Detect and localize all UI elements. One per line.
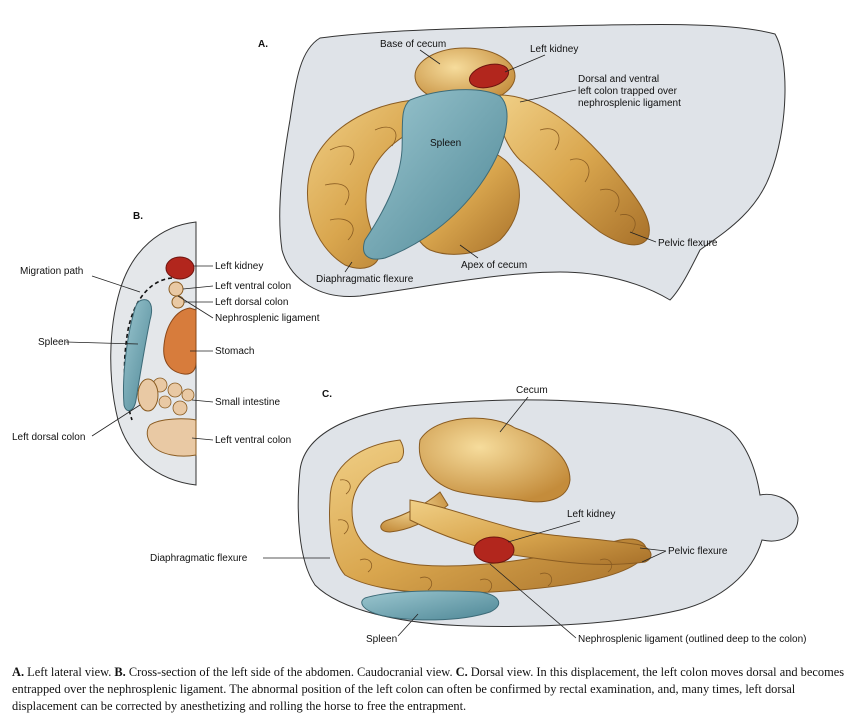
label-a-apex-of-cecum: Apex of cecum (461, 260, 527, 271)
panel-b: B. Migration path Spleen Left do (12, 211, 320, 486)
panel-c-colon-sacculations (337, 479, 613, 593)
label-b-nephrosplenic-ligament: Nephrosplenic ligament (215, 313, 320, 324)
label-c-diaphragmatic-flexure: Diaphragmatic flexure (150, 553, 248, 564)
caption-c-label: C. (455, 665, 468, 679)
label-b-left-ventral-colon: Left ventral colon (215, 281, 291, 292)
panel-b-small-intestine (152, 377, 195, 416)
panel-b-letter: B. (133, 211, 143, 222)
panel-c-spleen (361, 590, 500, 621)
caption-a-text: Left lateral view. (24, 665, 115, 679)
panel-c: C. Cecum Left kidney Pelvic flexure Diap… (150, 385, 806, 645)
panel-b-left-dorsal-colon-outer (137, 378, 159, 412)
panel-c-letter: C. (322, 389, 332, 400)
caption-b-label: B. (114, 665, 126, 679)
panel-c-body-outline (297, 399, 799, 627)
label-b-small-intestine: Small intestine (215, 397, 280, 408)
label-b-stomach: Stomach (215, 346, 254, 357)
panel-a-colon-right (498, 94, 650, 246)
label-a-diaphragmatic-flexure: Diaphragmatic flexure (316, 274, 414, 285)
caption-a-label: A. (12, 665, 25, 679)
caption-b-text: Cross-section of the left side of the ab… (125, 665, 456, 679)
label-a-pelvic-flexure: Pelvic flexure (658, 238, 718, 249)
panel-b-left-ventral-colon (168, 281, 184, 297)
label-c-pelvic-flexure: Pelvic flexure (668, 546, 728, 557)
label-b-left-dorsal-colon: Left dorsal colon (215, 297, 288, 308)
panel-a-letter: A. (258, 39, 268, 50)
label-c-cecum: Cecum (516, 385, 548, 396)
panel-b-left-ventral-colon-lower (146, 418, 197, 457)
panel-a-colon-right-sacculations (539, 128, 636, 233)
label-b-left-kidney: Left kidney (215, 261, 263, 272)
panel-c-cecum (418, 417, 571, 503)
caption-c-text: Dorsal view. In this displacement, the l… (12, 665, 845, 713)
panel-a-colon-left (306, 98, 451, 269)
label-a-trapped-line3: nephrosplenic ligament (578, 98, 681, 109)
label-c-spleen: Spleen (366, 634, 397, 645)
label-a-left-kidney: Left kidney (530, 44, 578, 55)
label-c-nephrosplenic-ligament: Nephrosplenic ligament (outlined deep to… (578, 634, 806, 645)
label-b-migration-path: Migration path (20, 266, 83, 277)
panel-a-colon-left-sacculations (324, 126, 397, 241)
panel-a-spleen (363, 89, 508, 260)
label-c-left-kidney: Left kidney (567, 509, 615, 520)
panel-b-left-dorsal-colon (171, 295, 185, 309)
panel-c-left-kidney (473, 536, 515, 564)
label-a-trapped-line1: Dorsal and ventral (578, 74, 659, 85)
displacement-figure: A. Base of cecum Left kidney Dorsal and … (12, 23, 806, 645)
label-b-left-ventral-colon-lower: Left ventral colon (215, 435, 291, 446)
label-a-spleen: Spleen (430, 138, 461, 149)
label-b-left-dorsal-colon-outer: Left dorsal colon (12, 432, 85, 443)
panel-b-spleen (123, 299, 153, 412)
panel-a: A. Base of cecum Left kidney Dorsal and … (258, 23, 786, 301)
label-a-trapped-line2: left colon trapped over (578, 86, 678, 97)
figure-caption: A. Left lateral view. B. Cross-section o… (12, 664, 846, 715)
label-a-base-of-cecum: Base of cecum (380, 39, 446, 50)
panel-b-left-kidney (165, 256, 195, 280)
label-b-spleen: Spleen (38, 337, 69, 348)
panel-b-stomach (163, 307, 197, 375)
